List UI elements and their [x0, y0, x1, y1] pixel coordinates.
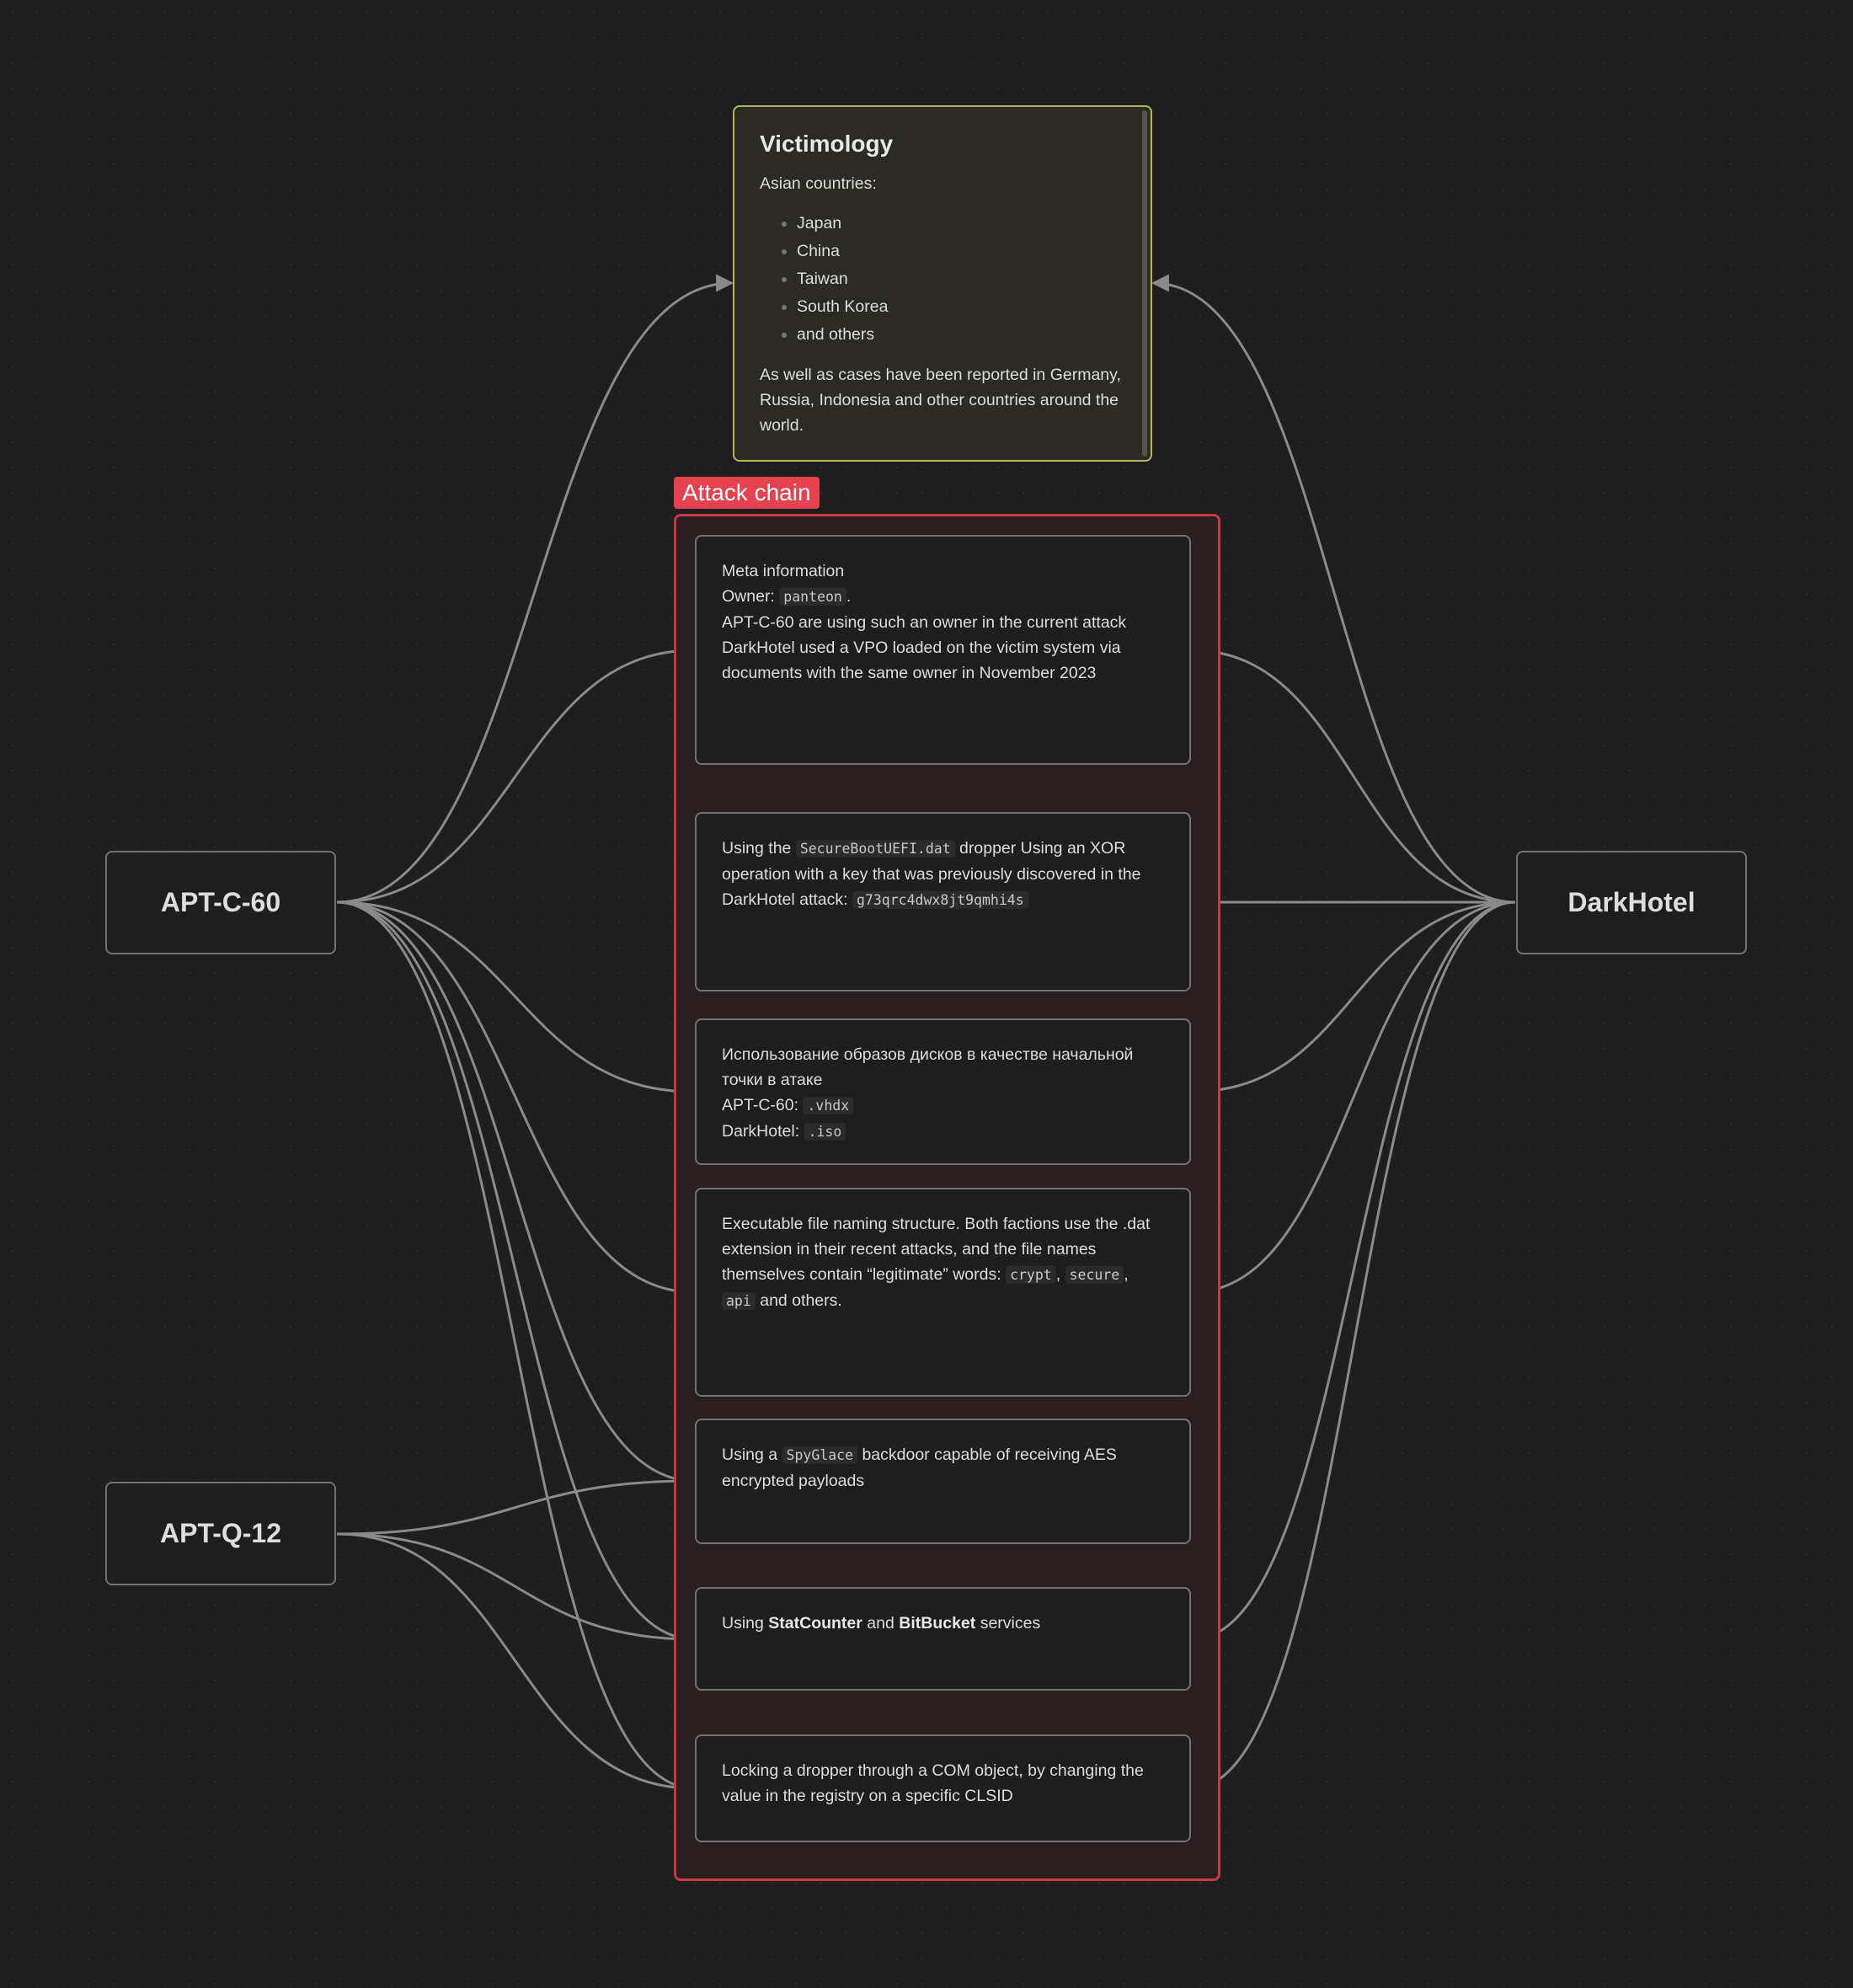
darkhotel-node[interactable]: DarkHotel	[1516, 851, 1747, 954]
meta-line-apt-c60: APT-C-60 are using such an owner in the …	[722, 613, 1127, 632]
victimology-intro: Asian countries:	[760, 174, 877, 193]
edge-apt-c60-to-disks	[336, 900, 697, 1101]
owner-value: panteon	[779, 588, 846, 606]
disks-dh-ext: .iso	[804, 1123, 846, 1141]
services-card[interactable]: Using StatCounter and BitBucket services	[695, 1587, 1191, 1691]
com-text: Locking a dropper through a COM object, …	[722, 1761, 1144, 1805]
disks-description: Использование образов дисков в качестве …	[722, 1045, 1134, 1089]
naming-word-api: api	[722, 1292, 756, 1310]
disks-c60-ext: .vhdx	[803, 1097, 854, 1114]
disks-c60-label: APT-C-60:	[722, 1096, 804, 1114]
edge-apt-c60-to-meta	[336, 641, 697, 904]
meta-title: Meta information	[722, 562, 845, 580]
apt-q12-node[interactable]: APT-Q-12	[105, 1482, 336, 1585]
com-object-card[interactable]: Locking a dropper through a COM object, …	[695, 1734, 1191, 1842]
apt-c60-node[interactable]: APT-C-60	[105, 851, 336, 954]
dropper-card[interactable]: Using the SecureBootUEFI.dat dropper Usi…	[695, 812, 1191, 991]
edge-apt-q12-to-svc	[336, 1532, 697, 1649]
spyglace-text-1: Using a	[722, 1446, 782, 1464]
edge-apt-c60-to-naming	[336, 900, 697, 1301]
country-item: Japan	[782, 210, 1125, 238]
edge-darkhotel-to-vict	[1151, 274, 1516, 904]
meta-information-card[interactable]: Meta information Owner: panteon. APT-C-6…	[695, 535, 1191, 765]
naming-word-crypt: crypt	[1006, 1266, 1056, 1284]
meta-owner-line: Owner: panteon.	[722, 584, 1164, 610]
xor-key: g73qrc4dwx8jt9qmhi4s	[852, 891, 1028, 909]
spyglace-card[interactable]: Using a SpyGlace backdoor capable of rec…	[695, 1419, 1191, 1544]
services-text-2: and	[862, 1614, 900, 1633]
meta-line-darkhotel: DarkHotel used a VPO loaded on the victi…	[722, 639, 1121, 682]
edge-apt-c60-to-com	[336, 900, 697, 1798]
spyglace-name: SpyGlace	[782, 1446, 858, 1464]
victimology-note: As well as cases have been reported in G…	[760, 366, 1121, 435]
owner-suffix: .	[846, 587, 852, 606]
service-statcounter: StatCounter	[768, 1614, 862, 1633]
edge-apt-c60-to-vict	[336, 274, 734, 904]
naming-separator: ,	[1055, 1265, 1065, 1284]
disks-darkhotel-line: DarkHotel: .iso	[722, 1119, 1164, 1145]
naming-text-1: Executable file naming structure. Both f…	[722, 1215, 1151, 1284]
victimology-title: Victimology	[760, 131, 894, 157]
services-text-1: Using	[722, 1614, 769, 1633]
naming-text-2: and others.	[755, 1291, 842, 1310]
victimology-card[interactable]: Victimology Asian countries: Japan China…	[733, 105, 1152, 462]
naming-word-secure: secure	[1065, 1266, 1124, 1284]
services-text-3: services	[975, 1614, 1041, 1633]
country-item: and others	[782, 321, 1125, 349]
country-item: Taiwan	[782, 265, 1125, 293]
edge-darkhotel-to-disks	[1189, 900, 1516, 1101]
owner-label: Owner:	[722, 587, 780, 606]
dropper-text-1: Using the	[722, 839, 796, 858]
dropper-text-2: dropper Using an XOR operation with a ke…	[722, 839, 1141, 909]
dropper-filename: SecureBootUEFI.dat	[795, 840, 955, 858]
naming-separator: ,	[1124, 1265, 1129, 1284]
victimology-scrollbar[interactable]	[1142, 110, 1147, 457]
disks-dh-label: DarkHotel:	[722, 1122, 804, 1141]
edge-apt-q12-to-spy	[336, 1472, 697, 1536]
service-bitbucket: BitBucket	[899, 1614, 976, 1633]
spyglace-text-2: backdoor capable of receiving AES encryp…	[722, 1446, 1117, 1490]
disk-images-card[interactable]: Использование образов дисков в качестве …	[695, 1018, 1191, 1165]
file-naming-card[interactable]: Executable file naming structure. Both f…	[695, 1188, 1191, 1397]
edge-darkhotel-to-com	[1189, 900, 1516, 1798]
edge-apt-c60-to-svc	[336, 900, 697, 1649]
countries-list: Japan China Taiwan South Korea and other…	[760, 210, 1125, 349]
attack-chain-label: Attack chain	[674, 477, 820, 509]
edge-darkhotel-to-meta	[1189, 641, 1516, 904]
edge-darkhotel-to-svc	[1189, 900, 1516, 1649]
edge-apt-q12-to-com	[336, 1532, 697, 1798]
edge-apt-c60-to-spy	[336, 900, 697, 1490]
country-item: South Korea	[782, 293, 1125, 321]
country-item: China	[782, 238, 1125, 265]
disks-apt-c60-line: APT-C-60: .vhdx	[722, 1093, 1164, 1119]
edge-darkhotel-to-naming	[1189, 900, 1516, 1301]
